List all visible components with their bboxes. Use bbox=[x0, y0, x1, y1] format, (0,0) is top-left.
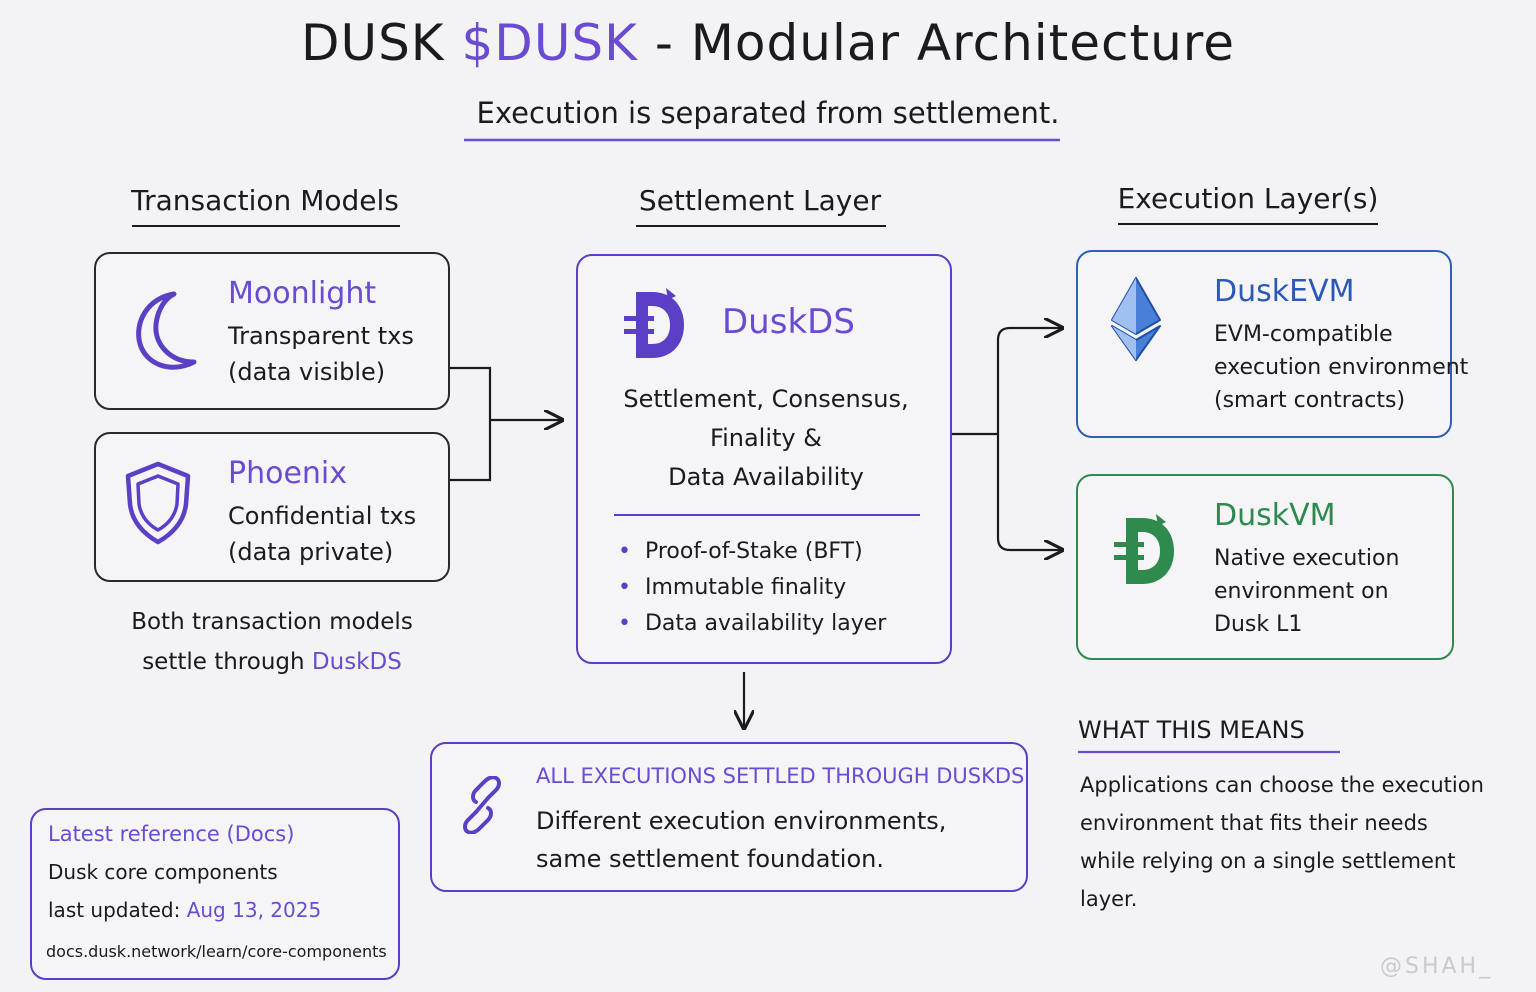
column-heading-settlement-layer: Settlement Layer bbox=[638, 184, 882, 217]
all-executions-card: ALL EXECUTIONS SETTLED THROUGH DUSKDS Di… bbox=[430, 742, 1028, 892]
duskvm-card: DuskVM Native execution environment on D… bbox=[1076, 474, 1454, 660]
duskds-name: DuskDS bbox=[722, 302, 855, 342]
phoenix-line2: (data private) bbox=[228, 538, 394, 566]
bullet-item: Proof-of-Stake (BFT) bbox=[618, 534, 886, 570]
title-ticker: $DUSK bbox=[461, 14, 638, 72]
bullet-item: Immutable finality bbox=[618, 570, 886, 606]
duskvm-line: environment on bbox=[1214, 579, 1389, 604]
moonlight-line2: (data visible) bbox=[228, 358, 386, 386]
duskevm-line: execution environment bbox=[1214, 355, 1469, 380]
duskevm-card: DuskEVM EVM-compatible execution environ… bbox=[1076, 250, 1468, 438]
reference-line1: Dusk core components bbox=[48, 860, 278, 884]
arrow-to-duskevm bbox=[996, 328, 1062, 434]
phoenix-name: Phoenix bbox=[228, 456, 348, 491]
column-heading-execution-layers: Execution Layer(s) bbox=[1117, 182, 1379, 215]
updated-label: last updated: bbox=[48, 898, 181, 922]
duskds-description: Settlement, Consensus, Finality & Data A… bbox=[578, 380, 954, 497]
moonlight-line1: Transparent txs bbox=[228, 322, 414, 350]
what-this-means-heading: WHAT THIS MEANS bbox=[1078, 716, 1305, 744]
moon-icon bbox=[136, 291, 197, 370]
duskds-bullet-list: Proof-of-Stake (BFT) Immutable finality … bbox=[618, 534, 886, 642]
reference-card: Latest reference (Docs) Dusk core compon… bbox=[30, 808, 400, 980]
phoenix-line1: Confidential txs bbox=[228, 502, 417, 530]
duskevm-name: DuskEVM bbox=[1214, 274, 1355, 309]
what-this-means-line: Applications can choose the execution bbox=[1080, 773, 1484, 797]
dusk-logo-icon bbox=[1114, 514, 1174, 584]
shield-icon bbox=[125, 461, 191, 545]
all-executions-line2: same settlement foundation. bbox=[536, 845, 884, 873]
what-this-means-line: layer. bbox=[1080, 887, 1138, 911]
updated-date: Aug 13, 2025 bbox=[186, 898, 322, 922]
all-executions-heading: ALL EXECUTIONS SETTLED THROUGH DUSKDS bbox=[536, 764, 1025, 788]
what-this-means-text: Applications can choose the execution en… bbox=[1080, 766, 1484, 918]
dusk-logo-icon bbox=[624, 288, 684, 358]
duskds-card: DuskDS Settlement, Consensus, Finality &… bbox=[576, 254, 952, 664]
duskevm-line: (smart contracts) bbox=[1214, 388, 1406, 413]
what-this-means-line: environment that fits their needs bbox=[1080, 811, 1428, 835]
page-subtitle: Execution is separated from settlement. bbox=[476, 96, 1060, 130]
reference-heading: Latest reference (Docs) bbox=[48, 822, 295, 846]
moonlight-name: Moonlight bbox=[228, 276, 377, 311]
ethereum-icon bbox=[1111, 277, 1161, 361]
all-executions-line1: Different execution environments, bbox=[536, 807, 947, 835]
duskds-divider bbox=[614, 514, 920, 516]
duskvm-line: Native execution bbox=[1214, 546, 1400, 571]
phoenix-card: Phoenix Confidential txs (data private) bbox=[94, 432, 450, 582]
bullet-item: Data availability layer bbox=[618, 606, 886, 642]
duskds-desc-line3: Data Availability bbox=[668, 463, 864, 491]
moonlight-card: Moonlight Transparent txs (data visible) bbox=[94, 252, 450, 410]
models-note: Both transaction models settle through D… bbox=[94, 602, 450, 682]
arrow-to-duskvm bbox=[996, 434, 1062, 550]
link-icon bbox=[463, 776, 501, 834]
title-prefix: DUSK bbox=[300, 14, 445, 72]
models-note-line2: settle through DuskDS bbox=[142, 649, 402, 675]
page-title: DUSK $DUSK - Modular Architecture bbox=[0, 14, 1536, 72]
duskvm-line: Dusk L1 bbox=[1214, 612, 1303, 637]
duskevm-line: EVM-compatible bbox=[1214, 322, 1393, 347]
title-suffix: - Modular Architecture bbox=[654, 14, 1236, 72]
column-heading-transaction-models: Transaction Models bbox=[131, 184, 399, 217]
all-executions-text: Different execution environments, same s… bbox=[536, 802, 946, 878]
reference-updated: last updated: Aug 13, 2025 bbox=[48, 898, 321, 922]
duskds-desc-line2: Finality & bbox=[710, 424, 822, 452]
models-bracket bbox=[450, 366, 492, 482]
duskds-desc-line1: Settlement, Consensus, bbox=[623, 385, 909, 413]
duskvm-name: DuskVM bbox=[1214, 498, 1336, 533]
duskevm-description: EVM-compatible execution environment (sm… bbox=[1214, 318, 1468, 417]
watermark: @SHAH_ bbox=[1380, 954, 1494, 979]
duskvm-description: Native execution environment on Dusk L1 bbox=[1214, 542, 1399, 641]
reference-url[interactable]: docs.dusk.network/learn/core-components bbox=[46, 942, 387, 961]
what-this-means-line: while relying on a single settlement bbox=[1080, 849, 1456, 873]
models-note-line1: Both transaction models bbox=[131, 609, 413, 635]
